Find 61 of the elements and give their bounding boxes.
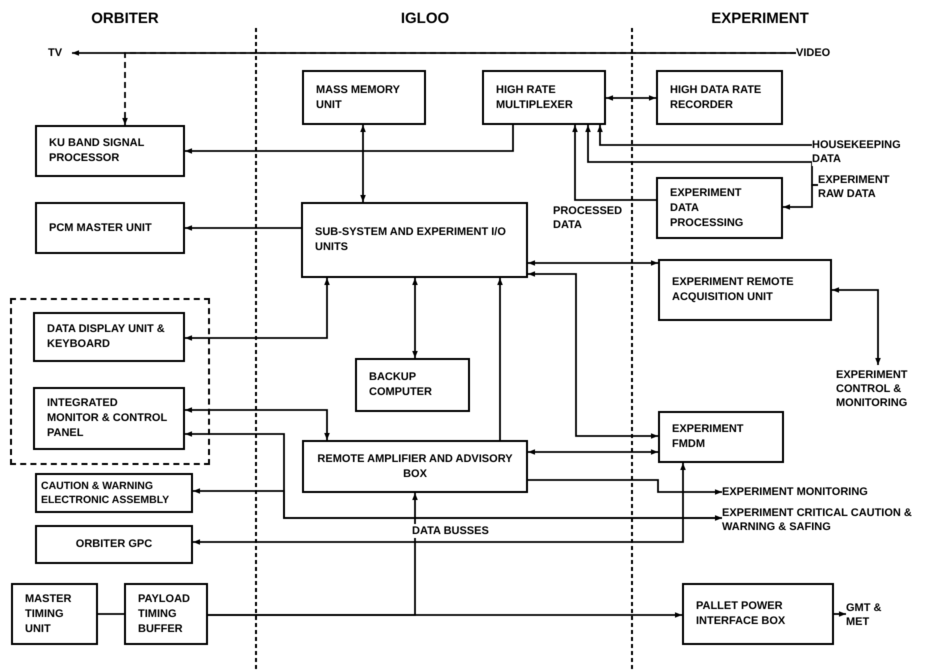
box-label: SUB-SYSTEM AND EXPERIMENT I/O UNITS: [315, 225, 507, 255]
connector-arrow: [360, 125, 366, 202]
process-box: [35, 125, 185, 177]
box-label: EXPERIMENT DATA PROCESSING: [670, 186, 744, 230]
process-box: [656, 70, 783, 125]
connector-arrow: [597, 125, 812, 146]
box-label: BACKUP COMPUTER: [369, 370, 433, 400]
process-box: [11, 583, 98, 645]
connector-arrow: [528, 271, 658, 439]
box-label: HIGH DATA RATE RECORDER: [670, 82, 762, 112]
box-label: PCM MASTER UNIT: [49, 220, 153, 236]
connector-arrow: [528, 449, 658, 455]
box-label: ORBITER GPC: [76, 537, 152, 552]
process-box: [656, 177, 783, 239]
connector-arrow: [185, 125, 514, 154]
box-label: CAUTION & WARNING ELECTRONIC ASSEMBLY: [41, 479, 170, 507]
process-box: [682, 583, 834, 645]
connector-arrow: [497, 278, 503, 440]
box-label: PAYLOAD TIMING BUFFER: [138, 592, 191, 636]
box-label: DATA DISPLAY UNIT & KEYBOARD: [47, 322, 166, 352]
connector-arrow: [208, 612, 682, 618]
lane-header: ORBITER: [90, 9, 160, 29]
connector-arrow: [412, 278, 418, 358]
process-box: [302, 440, 528, 493]
box-label: REMOTE AMPLIFIER AND ADVISORY BOX: [316, 452, 514, 482]
connector-arrow: [528, 260, 658, 266]
process-box: [33, 387, 185, 450]
connector-arrow: [185, 407, 330, 440]
process-box: [301, 202, 528, 278]
process-box: [355, 358, 470, 412]
connector-arrow: [193, 488, 722, 521]
box-label: MASS MEMORY UNIT: [316, 82, 401, 112]
connector-arrow: [185, 225, 301, 231]
lane-header: EXPERIMENT: [710, 9, 810, 29]
connector-arrow: [122, 52, 796, 125]
box-label: EXPERIMENT REMOTE ACQUISITION UNIT: [672, 275, 795, 305]
box-label: HIGH RATE MULTIPLEXER: [496, 82, 574, 112]
connector-arrow: [528, 479, 722, 495]
box-label: PALLET POWER INTERFACE BOX: [696, 599, 786, 629]
connector-arrow: [832, 287, 881, 365]
box-label: MASTER TIMING UNIT: [25, 592, 72, 636]
process-box: [35, 473, 193, 513]
connector-arrow: [572, 125, 656, 201]
connector-arrow: [783, 184, 818, 210]
connector-arrow: [193, 463, 686, 545]
process-box: [302, 70, 426, 125]
process-box: [33, 312, 185, 362]
process-box: [658, 259, 832, 321]
process-box: [658, 411, 784, 463]
connector-arrow: [834, 611, 846, 617]
process-box: [124, 583, 208, 645]
process-box: [35, 202, 185, 254]
lane-header: IGLOO: [400, 9, 450, 29]
connector-arrow: [606, 95, 656, 101]
connector-arrow: [185, 278, 330, 341]
process-box: [482, 70, 606, 125]
box-label: EXPERIMENT FMDM: [672, 422, 745, 452]
box-label: INTEGRATED MONITOR & CONTROL PANEL: [47, 396, 168, 441]
process-box: [35, 525, 193, 564]
box-label: KU BAND SIGNAL PROCESSOR: [49, 136, 146, 166]
dashed-group-box: [10, 298, 210, 465]
